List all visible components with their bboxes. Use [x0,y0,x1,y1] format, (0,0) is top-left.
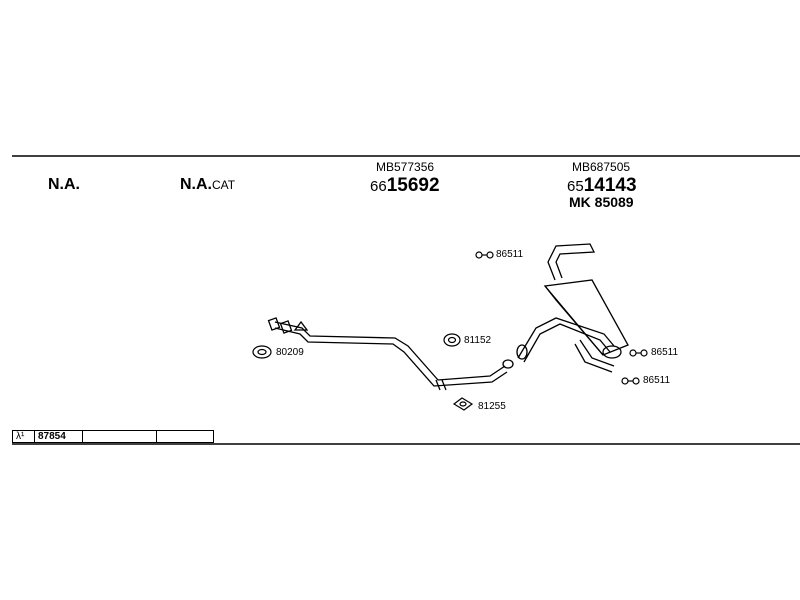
label-hanger-right: 86511 [651,347,679,358]
part-number-2: 6514143 [567,175,637,197]
footer-table: λ¹ 87854 [12,430,214,443]
header-col2-suffix: CAT [212,178,236,192]
label-gasket-bottom: 81255 [478,401,506,412]
header-col2-main: N.A. [180,176,212,193]
footer-cell-3 [83,431,157,442]
hanger-icon-right [629,349,648,357]
part-number-1: 6615692 [370,175,440,197]
mk-number: MK 85089 [569,194,634,210]
footer-value: 87854 [35,431,83,442]
label-gasket-left: 80209 [276,347,304,358]
header-col1: N.A. [48,176,80,193]
gasket-icon-bottom [452,397,474,411]
part-number-2-prefix: 65 [567,178,584,195]
gasket-icon-mid [443,333,461,347]
label-hanger-bottom: 86511 [643,375,671,386]
part-code-1: MB577356 [376,160,435,174]
footer-cell-4 [157,431,213,442]
part-number-1-prefix: 66 [370,178,387,195]
label-hanger-top: 86511 [496,249,524,260]
header-col2: N.A.CAT [180,176,235,194]
part-number-2-main: 14143 [583,175,637,196]
front-pipe [267,317,514,391]
label-gasket-mid: 81152 [464,335,492,346]
hanger-icon-top [475,251,494,259]
part-code-2: MB687505 [572,160,631,174]
part-number-1-main: 15692 [386,175,440,196]
rear-muffler [516,243,629,373]
footer-symbol: λ¹ [13,431,35,442]
hanger-icon-bottom [621,377,640,385]
gasket-icon-left [252,345,272,359]
